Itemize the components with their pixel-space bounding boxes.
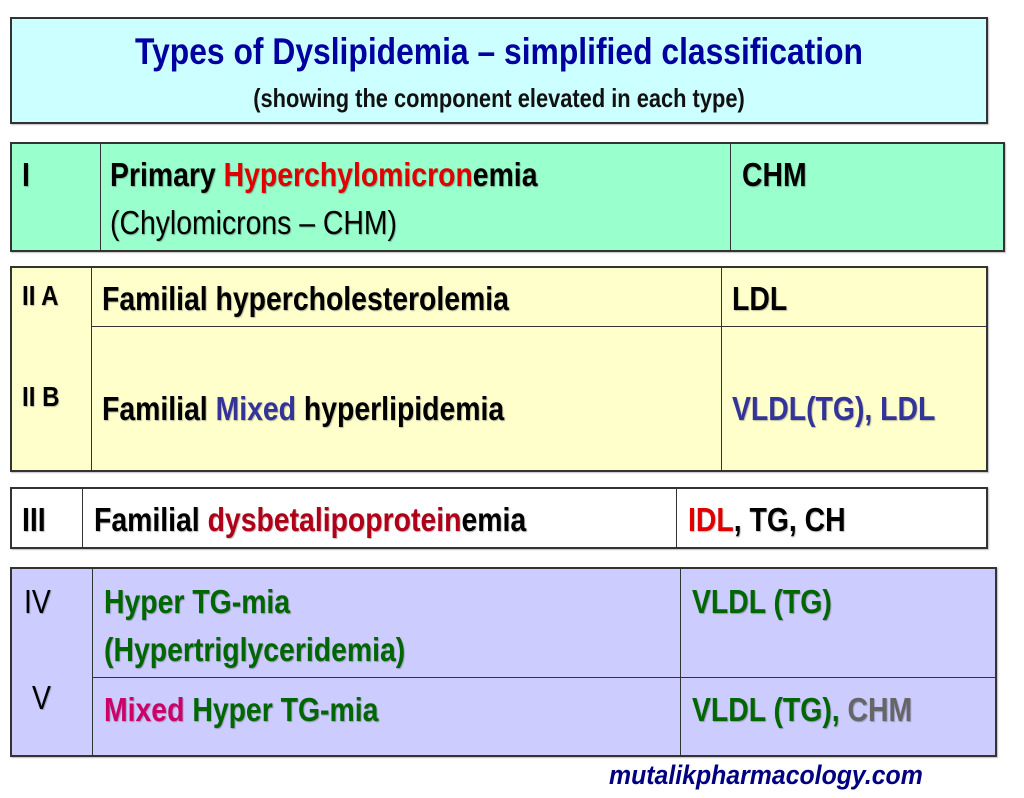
name-part: emia — [472, 156, 538, 193]
elevated-part: , TG, CH — [733, 501, 846, 538]
type-3-row: III Familial dysbetalipoproteinemia IDL,… — [10, 487, 988, 549]
row-divider — [92, 677, 995, 678]
name-highlight: Mixed — [215, 390, 297, 427]
column-divider — [92, 569, 93, 755]
name-part: Familial — [94, 501, 208, 538]
row-divider — [91, 326, 986, 327]
elevated-highlight: CHM — [847, 691, 913, 728]
type-label: IV — [24, 583, 51, 620]
type-name: Primary Hyperchylomicronemia — [110, 156, 537, 194]
name-part: hyperlipidemia — [296, 390, 505, 427]
column-divider — [676, 489, 677, 547]
name-part: Hyper TG-mia — [184, 691, 379, 728]
elevated-part: VLDL (TG), — [692, 691, 848, 728]
name-part: emia — [461, 501, 527, 538]
type-name-detail: (Hypertriglyceridemia) — [104, 631, 406, 668]
type-name: Familial Mixed hyperlipidemia — [102, 390, 504, 428]
site-watermark: mutalikpharmacology.com — [609, 760, 923, 790]
elevated-component: CHM — [742, 156, 807, 193]
type-4-5-row: IV V Hyper TG-mia (Hypertriglyceridemia)… — [10, 567, 997, 757]
title-banner: Types of Dyslipidemia – simplified class… — [10, 17, 988, 124]
name-highlight: dysbetalipoprotein — [207, 501, 462, 538]
column-divider — [730, 144, 731, 250]
column-divider — [91, 268, 92, 470]
type-name-detail: (Chylomicrons – CHM) — [110, 204, 397, 241]
type-name: Familial dysbetalipoproteinemia — [94, 501, 526, 539]
type-name: Familial hypercholesterolemia — [102, 280, 509, 317]
name-part: Familial — [102, 390, 216, 427]
elevated-component: VLDL (TG) — [692, 583, 832, 620]
type-label: II B — [22, 381, 60, 412]
column-divider — [82, 489, 83, 547]
name-highlight: Mixed — [104, 691, 185, 728]
type-name: Mixed Hyper TG-mia — [104, 691, 378, 729]
elevated-component: LDL — [732, 280, 788, 317]
name-highlight: Hyperchylomicron — [223, 156, 473, 193]
type-name: Hyper TG-mia — [104, 583, 291, 620]
page-title: Types of Dyslipidemia – simplified class… — [135, 31, 863, 72]
elevated-component: IDL, TG, CH — [688, 501, 846, 539]
type-label: V — [32, 679, 51, 716]
type-1-row: I Primary Hyperchylomicronemia (Chylomic… — [10, 142, 1005, 252]
column-divider — [680, 569, 681, 755]
page-subtitle: (showing the component elevated in each … — [253, 83, 745, 113]
type-label: I — [22, 156, 30, 193]
type-2-row: II A II B Familial hypercholesterolemia … — [10, 266, 988, 472]
type-label: II A — [22, 280, 59, 311]
column-divider — [721, 268, 722, 470]
elevated-component: VLDL(TG), LDL — [732, 390, 936, 427]
column-divider — [100, 144, 101, 250]
type-label: III — [22, 501, 46, 538]
elevated-component: VLDL (TG), CHM — [692, 691, 912, 729]
elevated-highlight: IDL — [688, 501, 734, 538]
name-part: Primary — [110, 156, 224, 193]
